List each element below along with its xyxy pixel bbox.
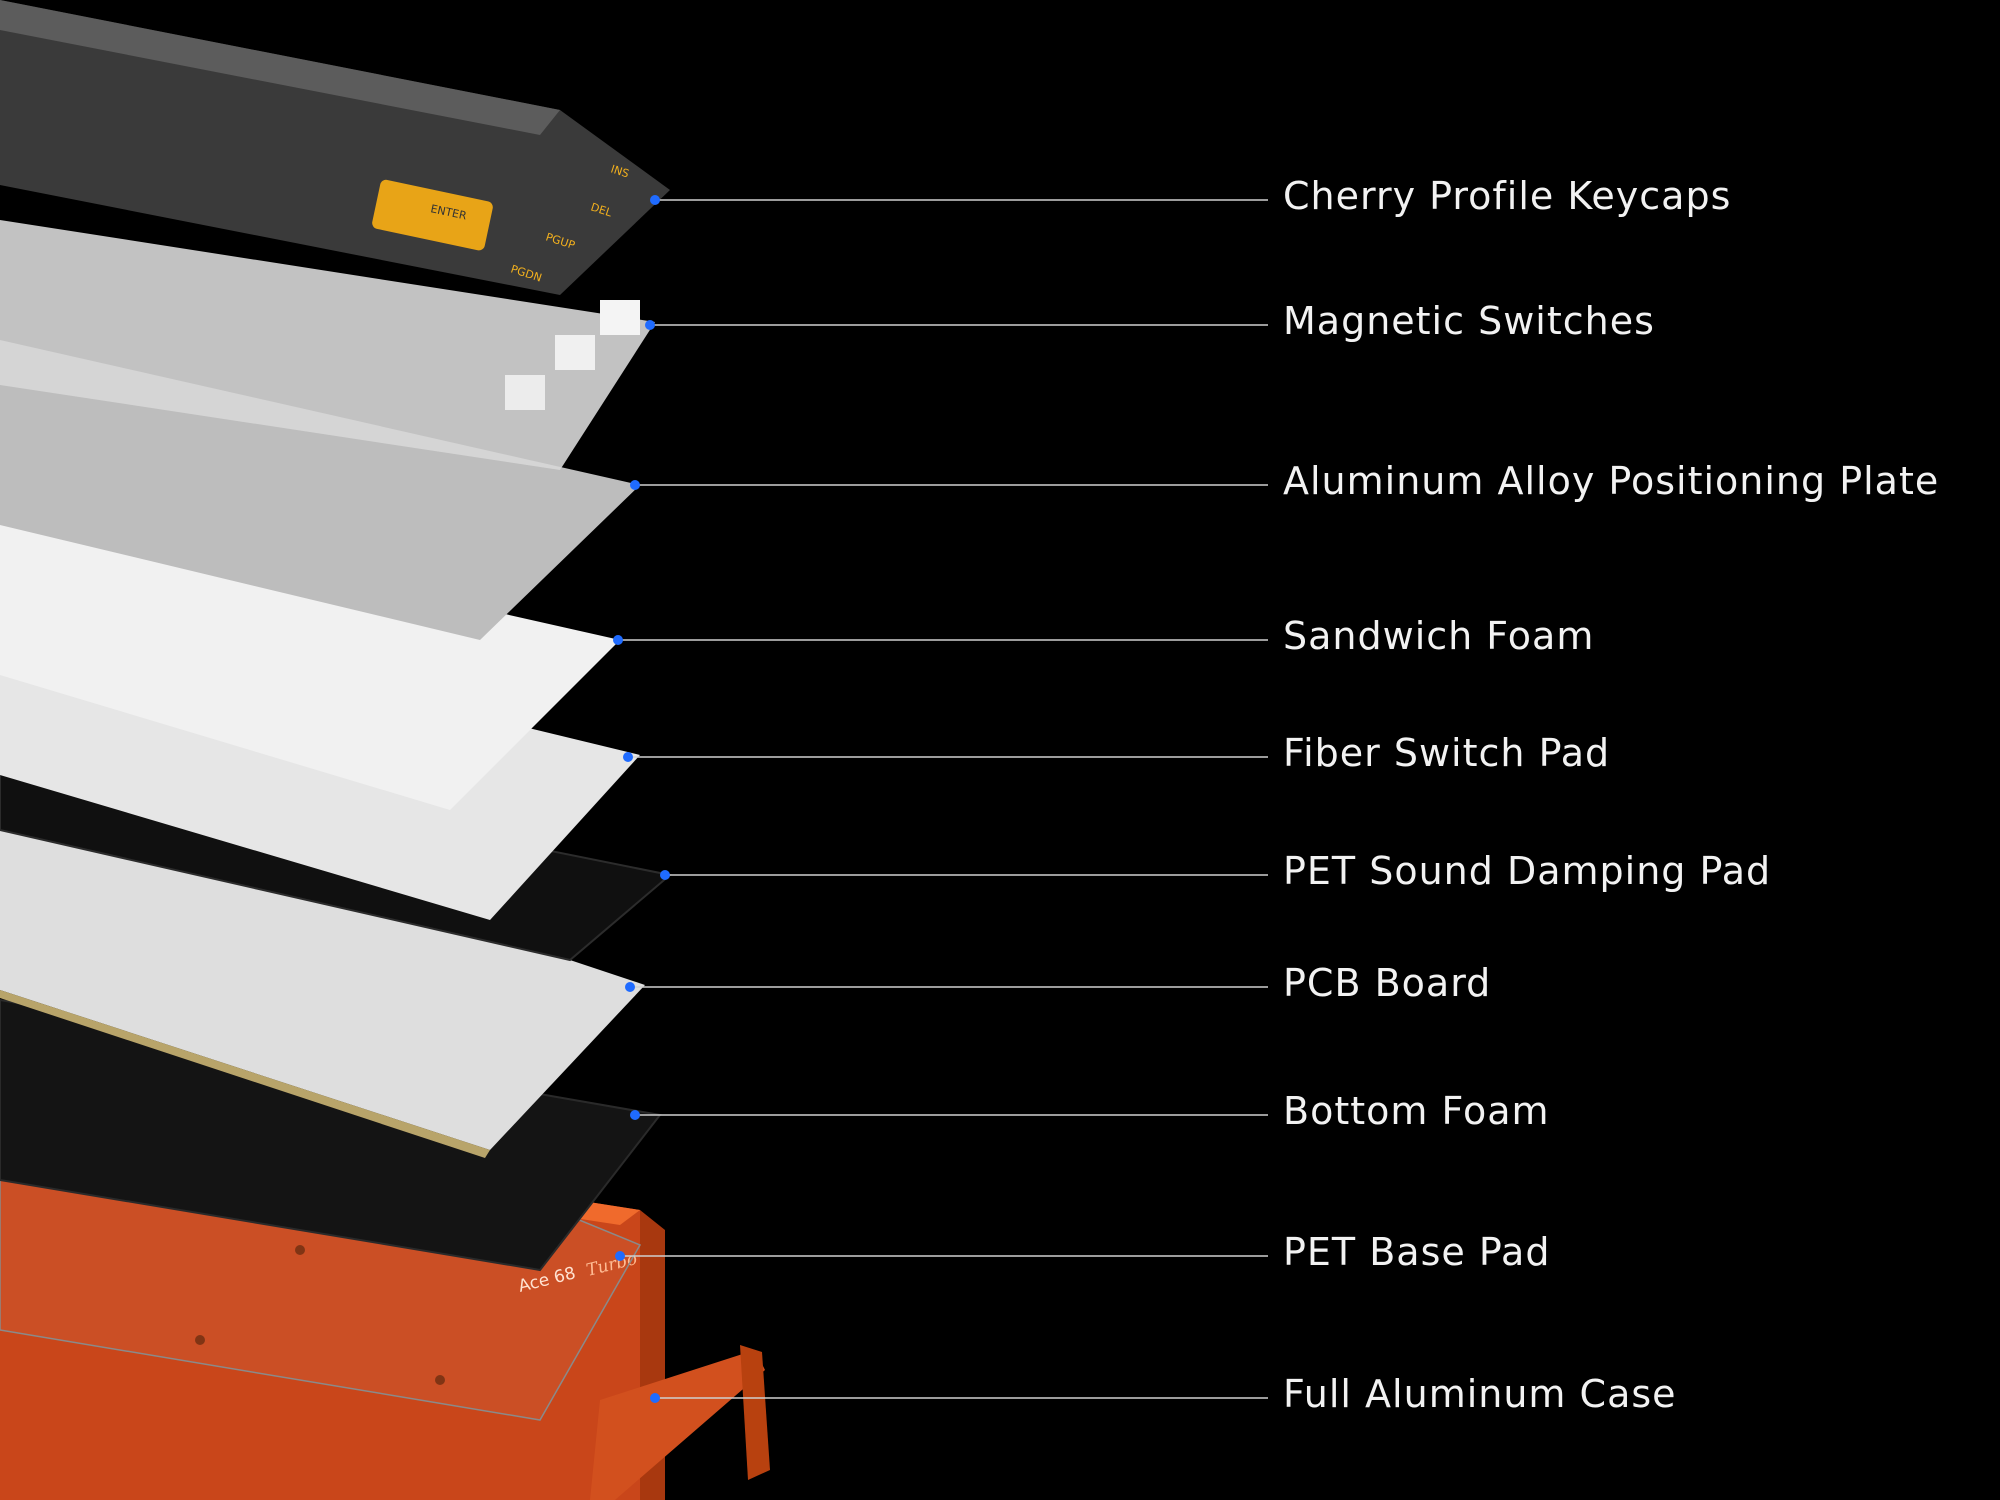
callout-label-plate: Aluminum Alloy Positioning Plate bbox=[1283, 459, 1940, 503]
magnetic-switches bbox=[0, 220, 655, 470]
callout-label-bottom-foam: Bottom Foam bbox=[1283, 1089, 1550, 1133]
callout-label-pet-base: PET Base Pad bbox=[1283, 1230, 1551, 1274]
svg-text:INS: INS bbox=[609, 162, 631, 180]
callout-label-sandwich-foam: Sandwich Foam bbox=[1283, 614, 1595, 658]
callout-label-case: Full Aluminum Case bbox=[1283, 1372, 1677, 1416]
callout-label-keycaps: Cherry Profile Keycaps bbox=[1283, 174, 1732, 218]
marker-dot bbox=[623, 752, 633, 762]
keycaps: INS DEL PGUP PGDN ENTER bbox=[0, 0, 670, 295]
marker-dot bbox=[625, 982, 635, 992]
marker-dot bbox=[660, 870, 670, 880]
aluminum-positioning-plate bbox=[0, 340, 640, 640]
marker-dot bbox=[613, 635, 623, 645]
marker-dot bbox=[645, 320, 655, 330]
callout-label-switches: Magnetic Switches bbox=[1283, 299, 1655, 343]
callout-lines bbox=[618, 199, 1268, 1399]
sandwich-foam bbox=[0, 500, 620, 810]
marker-dot bbox=[650, 195, 660, 205]
callout-label-pcb: PCB Board bbox=[1283, 961, 1492, 1005]
marker-dot bbox=[630, 1110, 640, 1120]
marker-dot bbox=[630, 480, 640, 490]
marker-dot bbox=[650, 1393, 660, 1403]
callout-label-fiber-pad: Fiber Switch Pad bbox=[1283, 731, 1611, 775]
callout-label-pet-damping: PET Sound Damping Pad bbox=[1283, 849, 1772, 893]
callout-markers bbox=[613, 195, 670, 1403]
marker-dot bbox=[615, 1251, 625, 1261]
